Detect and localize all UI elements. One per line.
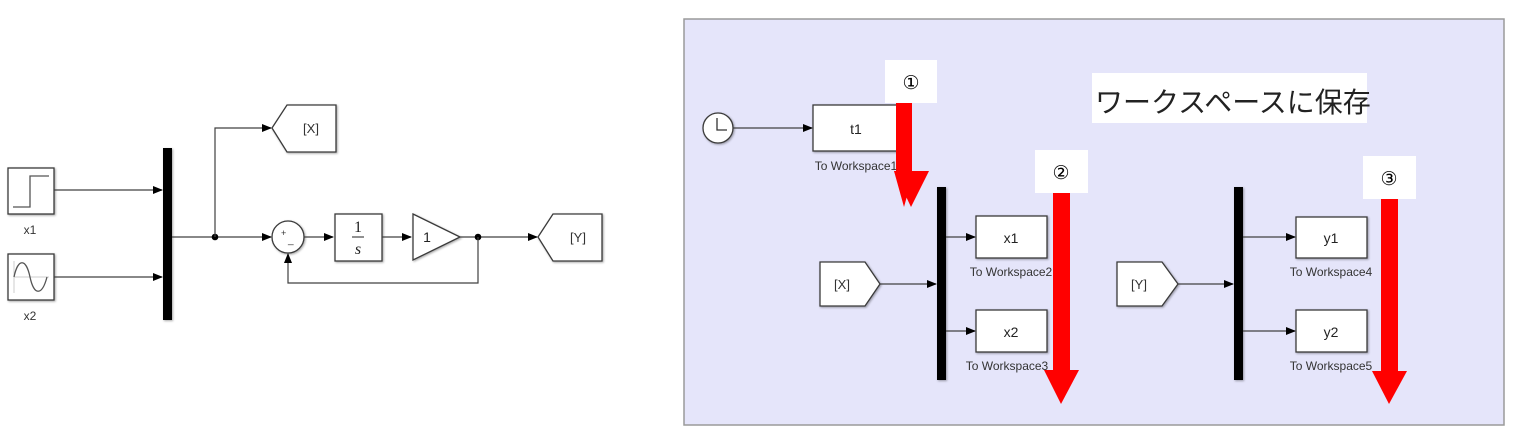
demux-block-x[interactable] bbox=[937, 187, 946, 380]
sine-wave-icon bbox=[13, 262, 48, 292]
clock-block[interactable] bbox=[702, 112, 734, 144]
step-source-block[interactable] bbox=[7, 167, 55, 215]
mux-block[interactable] bbox=[163, 148, 172, 320]
svg-text:x2: x2 bbox=[1004, 324, 1019, 340]
svg-text:②: ② bbox=[1052, 162, 1069, 184]
gain-block[interactable]: 1 bbox=[412, 212, 462, 262]
block-label: To Workspace1 bbox=[815, 159, 898, 173]
svg-text:+: + bbox=[281, 228, 286, 238]
area-title: ワークスペースに保存 bbox=[1095, 86, 1371, 119]
from-block-x[interactable]: [X] bbox=[819, 261, 881, 307]
from-block-y[interactable]: [Y] bbox=[1116, 261, 1179, 307]
sine-source-block[interactable] bbox=[7, 253, 55, 301]
clock-icon bbox=[716, 118, 727, 131]
to-workspace-x1[interactable]: x1 bbox=[975, 215, 1048, 259]
svg-text:s: s bbox=[355, 241, 361, 258]
red-down-arrow-icon bbox=[1044, 193, 1079, 404]
goto-block-y[interactable]: [Y] bbox=[537, 213, 603, 262]
svg-text:[X]: [X] bbox=[834, 277, 850, 292]
block-label: To Workspace4 bbox=[1290, 265, 1373, 279]
annotation-3: ③ bbox=[1363, 156, 1416, 404]
annotation-2: ② bbox=[1035, 150, 1088, 404]
annotation-1: ① bbox=[885, 60, 937, 207]
svg-text:①: ① bbox=[902, 72, 919, 94]
goto-block-x[interactable]: [X] bbox=[271, 104, 337, 153]
source-label-x1: x1 bbox=[24, 223, 37, 237]
workspace-save-area: ワークスペースに保存 t1 To Workspace1 [X] x1 To Wo… bbox=[683, 18, 1505, 426]
svg-text:[Y]: [Y] bbox=[1131, 277, 1147, 292]
step-icon bbox=[13, 175, 49, 208]
to-workspace-y1[interactable]: y1 bbox=[1295, 216, 1368, 259]
left-simulink-model: x1 x2 [X] + _ bbox=[7, 104, 603, 323]
svg-text:[Y]: [Y] bbox=[570, 230, 586, 245]
svg-text:[X]: [X] bbox=[303, 121, 319, 136]
integrator-block[interactable]: 1 s bbox=[334, 213, 383, 262]
svg-text:y1: y1 bbox=[1324, 230, 1339, 246]
to-workspace-t1[interactable]: t1 bbox=[812, 104, 900, 152]
sum-block[interactable]: + _ bbox=[271, 220, 305, 254]
red-down-arrow-icon bbox=[1372, 199, 1407, 404]
block-label: To Workspace3 bbox=[966, 359, 1049, 373]
block-label: To Workspace5 bbox=[1290, 359, 1373, 373]
to-workspace-y2[interactable]: y2 bbox=[1295, 309, 1368, 353]
demux-block-y[interactable] bbox=[1234, 187, 1243, 380]
svg-text:1: 1 bbox=[354, 219, 362, 236]
svg-text:_: _ bbox=[287, 235, 294, 246]
svg-text:t1: t1 bbox=[850, 121, 862, 137]
block-label: To Workspace2 bbox=[970, 265, 1053, 279]
source-label-x2: x2 bbox=[24, 309, 37, 323]
svg-text:x1: x1 bbox=[1004, 230, 1019, 246]
to-workspace-x2[interactable]: x2 bbox=[975, 309, 1048, 353]
svg-text:y2: y2 bbox=[1324, 324, 1339, 340]
feedback-wire bbox=[284, 237, 479, 284]
svg-text:1: 1 bbox=[423, 229, 431, 245]
red-down-arrow-icon bbox=[894, 103, 929, 207]
wire-to-goto-x bbox=[214, 124, 272, 237]
title-background bbox=[1092, 73, 1367, 123]
svg-text:③: ③ bbox=[1380, 168, 1397, 190]
